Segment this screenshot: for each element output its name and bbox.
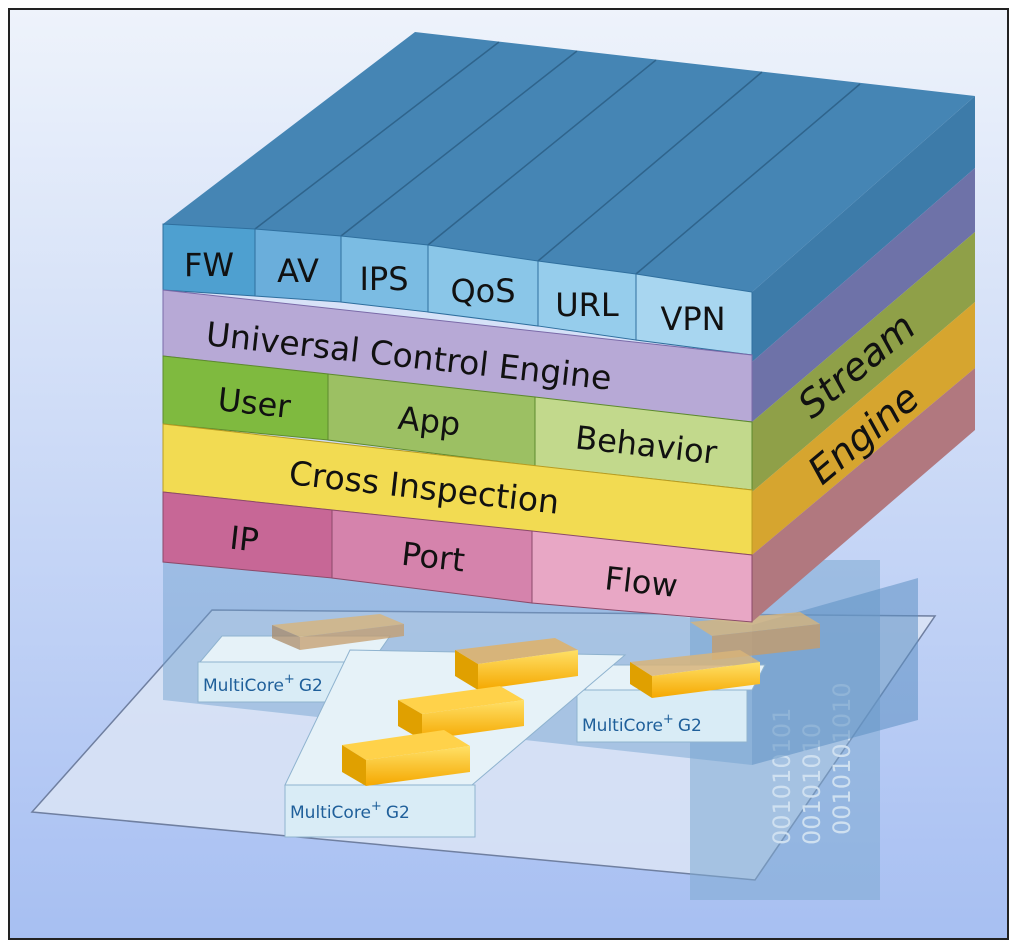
side-purple [752, 168, 975, 422]
chip-label: MultiCore+G2 [290, 799, 410, 823]
network-label: IP [228, 519, 261, 560]
side-pink [752, 368, 975, 622]
network-label: Port [400, 535, 467, 580]
identity-row [162, 355, 753, 491]
side-green [752, 232, 975, 492]
chip-board-right [576, 612, 820, 743]
chip [455, 638, 578, 690]
side-yellow [752, 302, 975, 555]
module-label: AV [277, 252, 319, 290]
chip-label: MultiCore+G2 [203, 672, 323, 696]
chip-label: MultiCore+G2 [582, 712, 702, 736]
modules-row [162, 223, 753, 356]
module-label: FW [184, 246, 234, 284]
cube-top [163, 32, 975, 292]
network-label: Flow [603, 559, 680, 605]
module-label: VPN [660, 300, 725, 338]
chip [342, 730, 470, 786]
module-label: IPS [359, 260, 408, 298]
chip-board-center [284, 638, 627, 838]
side-blue [752, 96, 975, 362]
top-dividers [254, 41, 861, 275]
module-label: QoS [450, 272, 515, 310]
identity-label: App [396, 399, 462, 444]
module-label: URL [555, 286, 619, 324]
network-row [162, 491, 753, 623]
chip [398, 686, 524, 740]
identity-label: User [216, 380, 294, 426]
network-cell [531, 530, 753, 623]
